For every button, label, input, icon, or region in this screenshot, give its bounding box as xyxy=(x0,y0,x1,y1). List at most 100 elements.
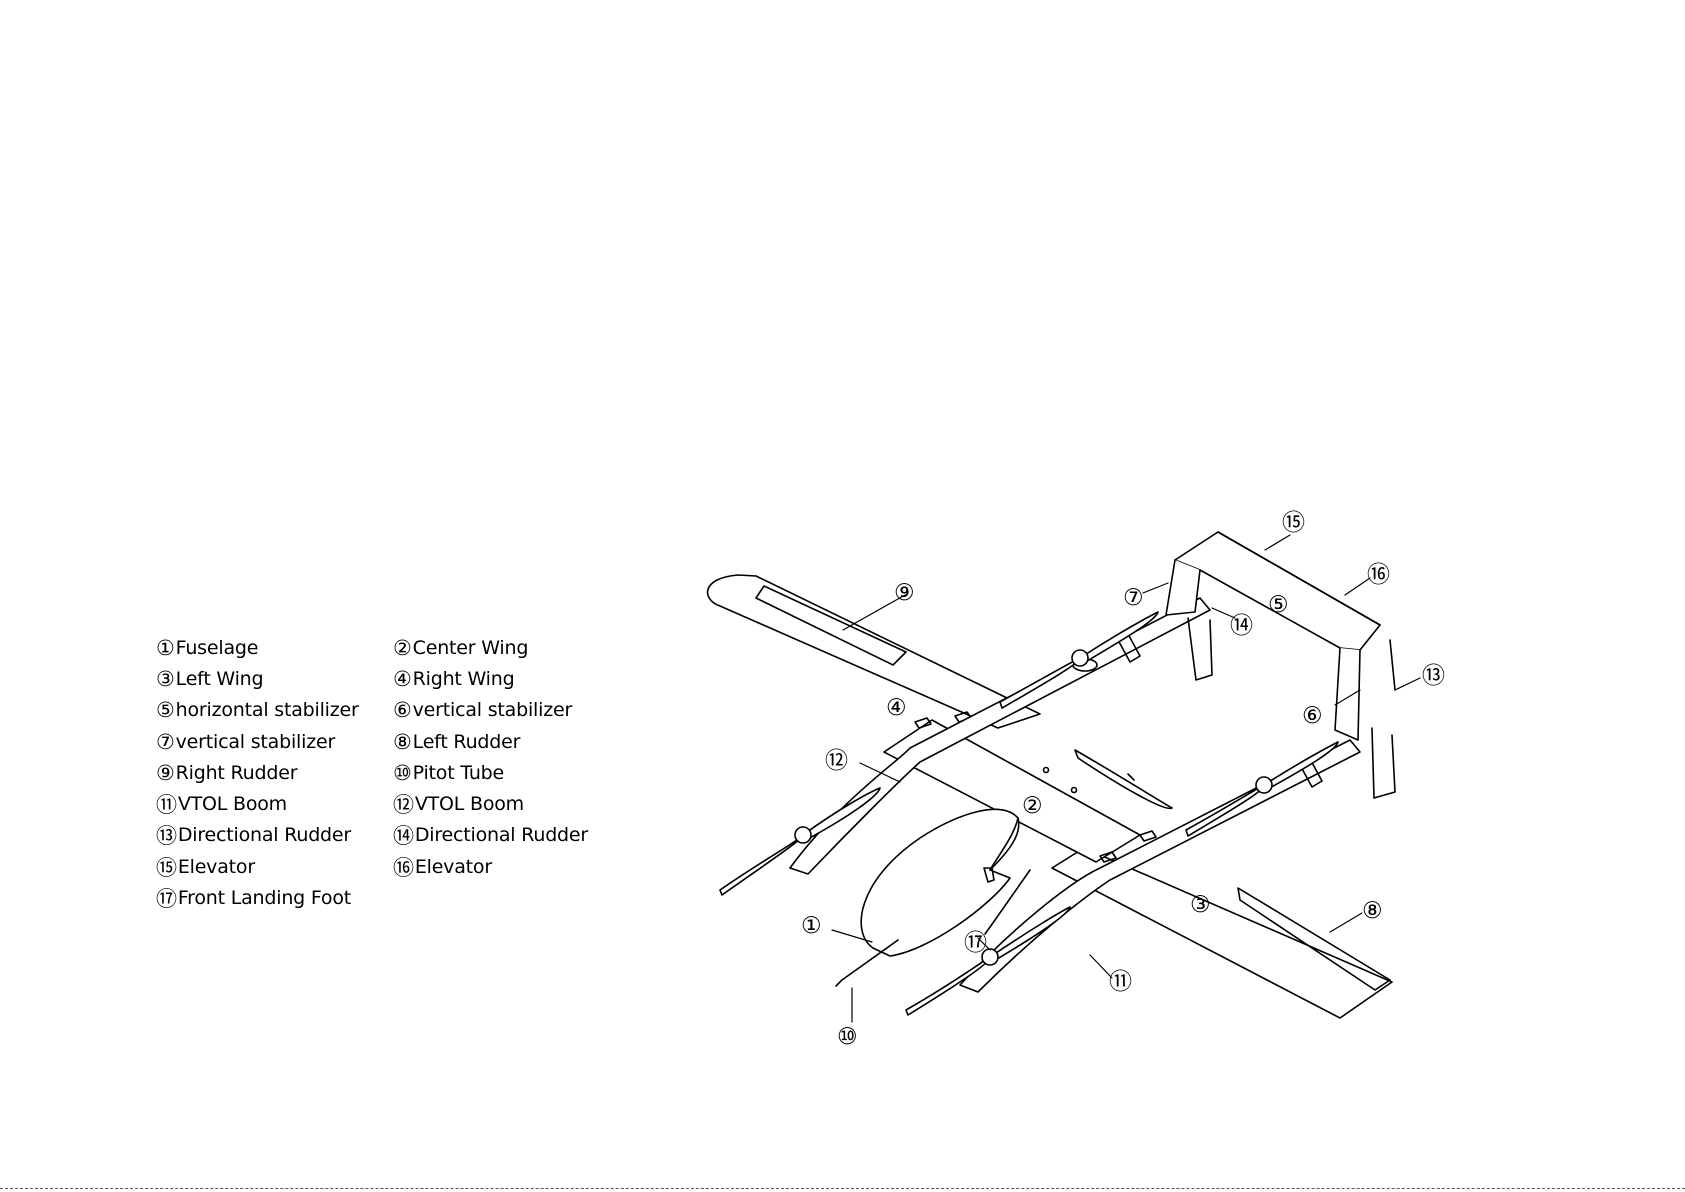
leader-line-11 xyxy=(1089,954,1113,979)
legend-number: ⑮ xyxy=(156,855,177,880)
elevator-edge xyxy=(1217,531,1381,626)
legend-label: Left Rudder xyxy=(412,730,521,753)
right-wing xyxy=(706,574,1041,729)
legend-label: Fuselage xyxy=(175,636,259,659)
legend-label: VTOL Boom xyxy=(414,793,524,816)
legend-label: Elevator xyxy=(414,855,492,878)
legend-label: vertical stabilizer xyxy=(175,730,336,753)
legend-label: VTOL Boom xyxy=(177,793,287,816)
propeller-front-left xyxy=(719,787,881,896)
leader-line-9 xyxy=(842,594,906,631)
callout-9: ⑨ xyxy=(894,580,915,606)
callout-16: ⑯ xyxy=(1367,562,1390,588)
legend-number: ⑤ xyxy=(156,698,175,723)
callout-3: ③ xyxy=(1190,892,1211,918)
callout-8: ⑧ xyxy=(1362,898,1383,924)
callout-11: ⑪ xyxy=(1109,969,1132,995)
front-landing-foot xyxy=(984,869,1031,935)
legend-label: Right Wing xyxy=(412,667,515,690)
propeller-rear-left xyxy=(999,611,1159,709)
fuselage xyxy=(860,808,1020,957)
callout-5: ⑤ xyxy=(1268,592,1289,618)
pitot-tube-tip xyxy=(835,979,843,987)
callout-13: ⑬ xyxy=(1422,663,1445,689)
legend-label: Front Landing Foot xyxy=(177,887,352,910)
callout-1: ① xyxy=(801,913,822,939)
legend-label: Pitot Tube xyxy=(412,761,505,784)
pusher-propeller xyxy=(1074,749,1173,810)
motor-hub xyxy=(1255,776,1273,794)
leader-line-16 xyxy=(1344,577,1371,596)
wing-clamp xyxy=(1139,830,1157,842)
wing-clamp xyxy=(1099,851,1117,863)
legend-label: Left Wing xyxy=(175,667,264,690)
callout-15: ⑮ xyxy=(1282,510,1305,536)
leader-line-6 xyxy=(1334,689,1361,706)
legend-number: ⑭ xyxy=(393,824,414,849)
leader-line-14 xyxy=(1211,607,1236,619)
vertical-stabilizer-6 xyxy=(1334,647,1361,741)
leader-line-7 xyxy=(1142,582,1169,594)
legend-number: ③ xyxy=(156,666,175,691)
leader-lines xyxy=(831,534,1421,1023)
legend-label: Center Wing xyxy=(412,636,529,659)
legend-number: ⑬ xyxy=(156,824,177,849)
center-wing-mount-hole xyxy=(1042,766,1050,774)
center-wing-mount-hole xyxy=(1070,786,1078,794)
wing-clamp xyxy=(914,717,932,729)
left-wing xyxy=(1051,847,1393,1019)
callouts: ① ② ③ ④ ⑤ ⑥ ⑦ ⑧ ⑨ ⑩ ⑪ ⑫ ⑬ ⑭ ⑮ ⑯ ⑰ xyxy=(801,510,1445,1050)
motor-hub xyxy=(981,948,999,966)
legend-label: Directional Rudder xyxy=(414,824,589,847)
tail-assembly xyxy=(1165,531,1396,799)
legend-number: ⑧ xyxy=(393,729,412,754)
leader-line-12 xyxy=(859,762,901,783)
propeller-front-right xyxy=(905,906,1071,1016)
leader-line-13 xyxy=(1394,677,1421,691)
horizontal-stabilizer xyxy=(1174,531,1381,651)
callout-6: ⑥ xyxy=(1302,703,1323,729)
legend-label: horizontal stabilizer xyxy=(175,699,359,722)
legend-number: ⑰ xyxy=(156,887,177,912)
legend-number: ⑩ xyxy=(393,760,412,785)
callout-7: ⑦ xyxy=(1123,585,1144,611)
callout-4: ④ xyxy=(886,695,907,721)
callout-17: ⑰ xyxy=(964,930,987,956)
directional-rudder-13 xyxy=(1371,727,1396,799)
legend-number: ④ xyxy=(393,666,412,691)
left-rudder-surface xyxy=(1237,887,1391,991)
legend-number: ⑥ xyxy=(393,698,412,723)
callout-10: ⑩ xyxy=(837,1024,858,1050)
legend-number: ⑫ xyxy=(393,793,414,818)
center-wing xyxy=(883,711,1157,863)
legend-number: ⑪ xyxy=(156,793,177,818)
leader-line-17 xyxy=(977,937,991,951)
legend-label: Directional Rudder xyxy=(177,824,352,847)
page-bottom-rule xyxy=(0,1188,1685,1189)
right-rudder-surface xyxy=(755,585,907,666)
legend-label: Elevator xyxy=(177,855,255,878)
